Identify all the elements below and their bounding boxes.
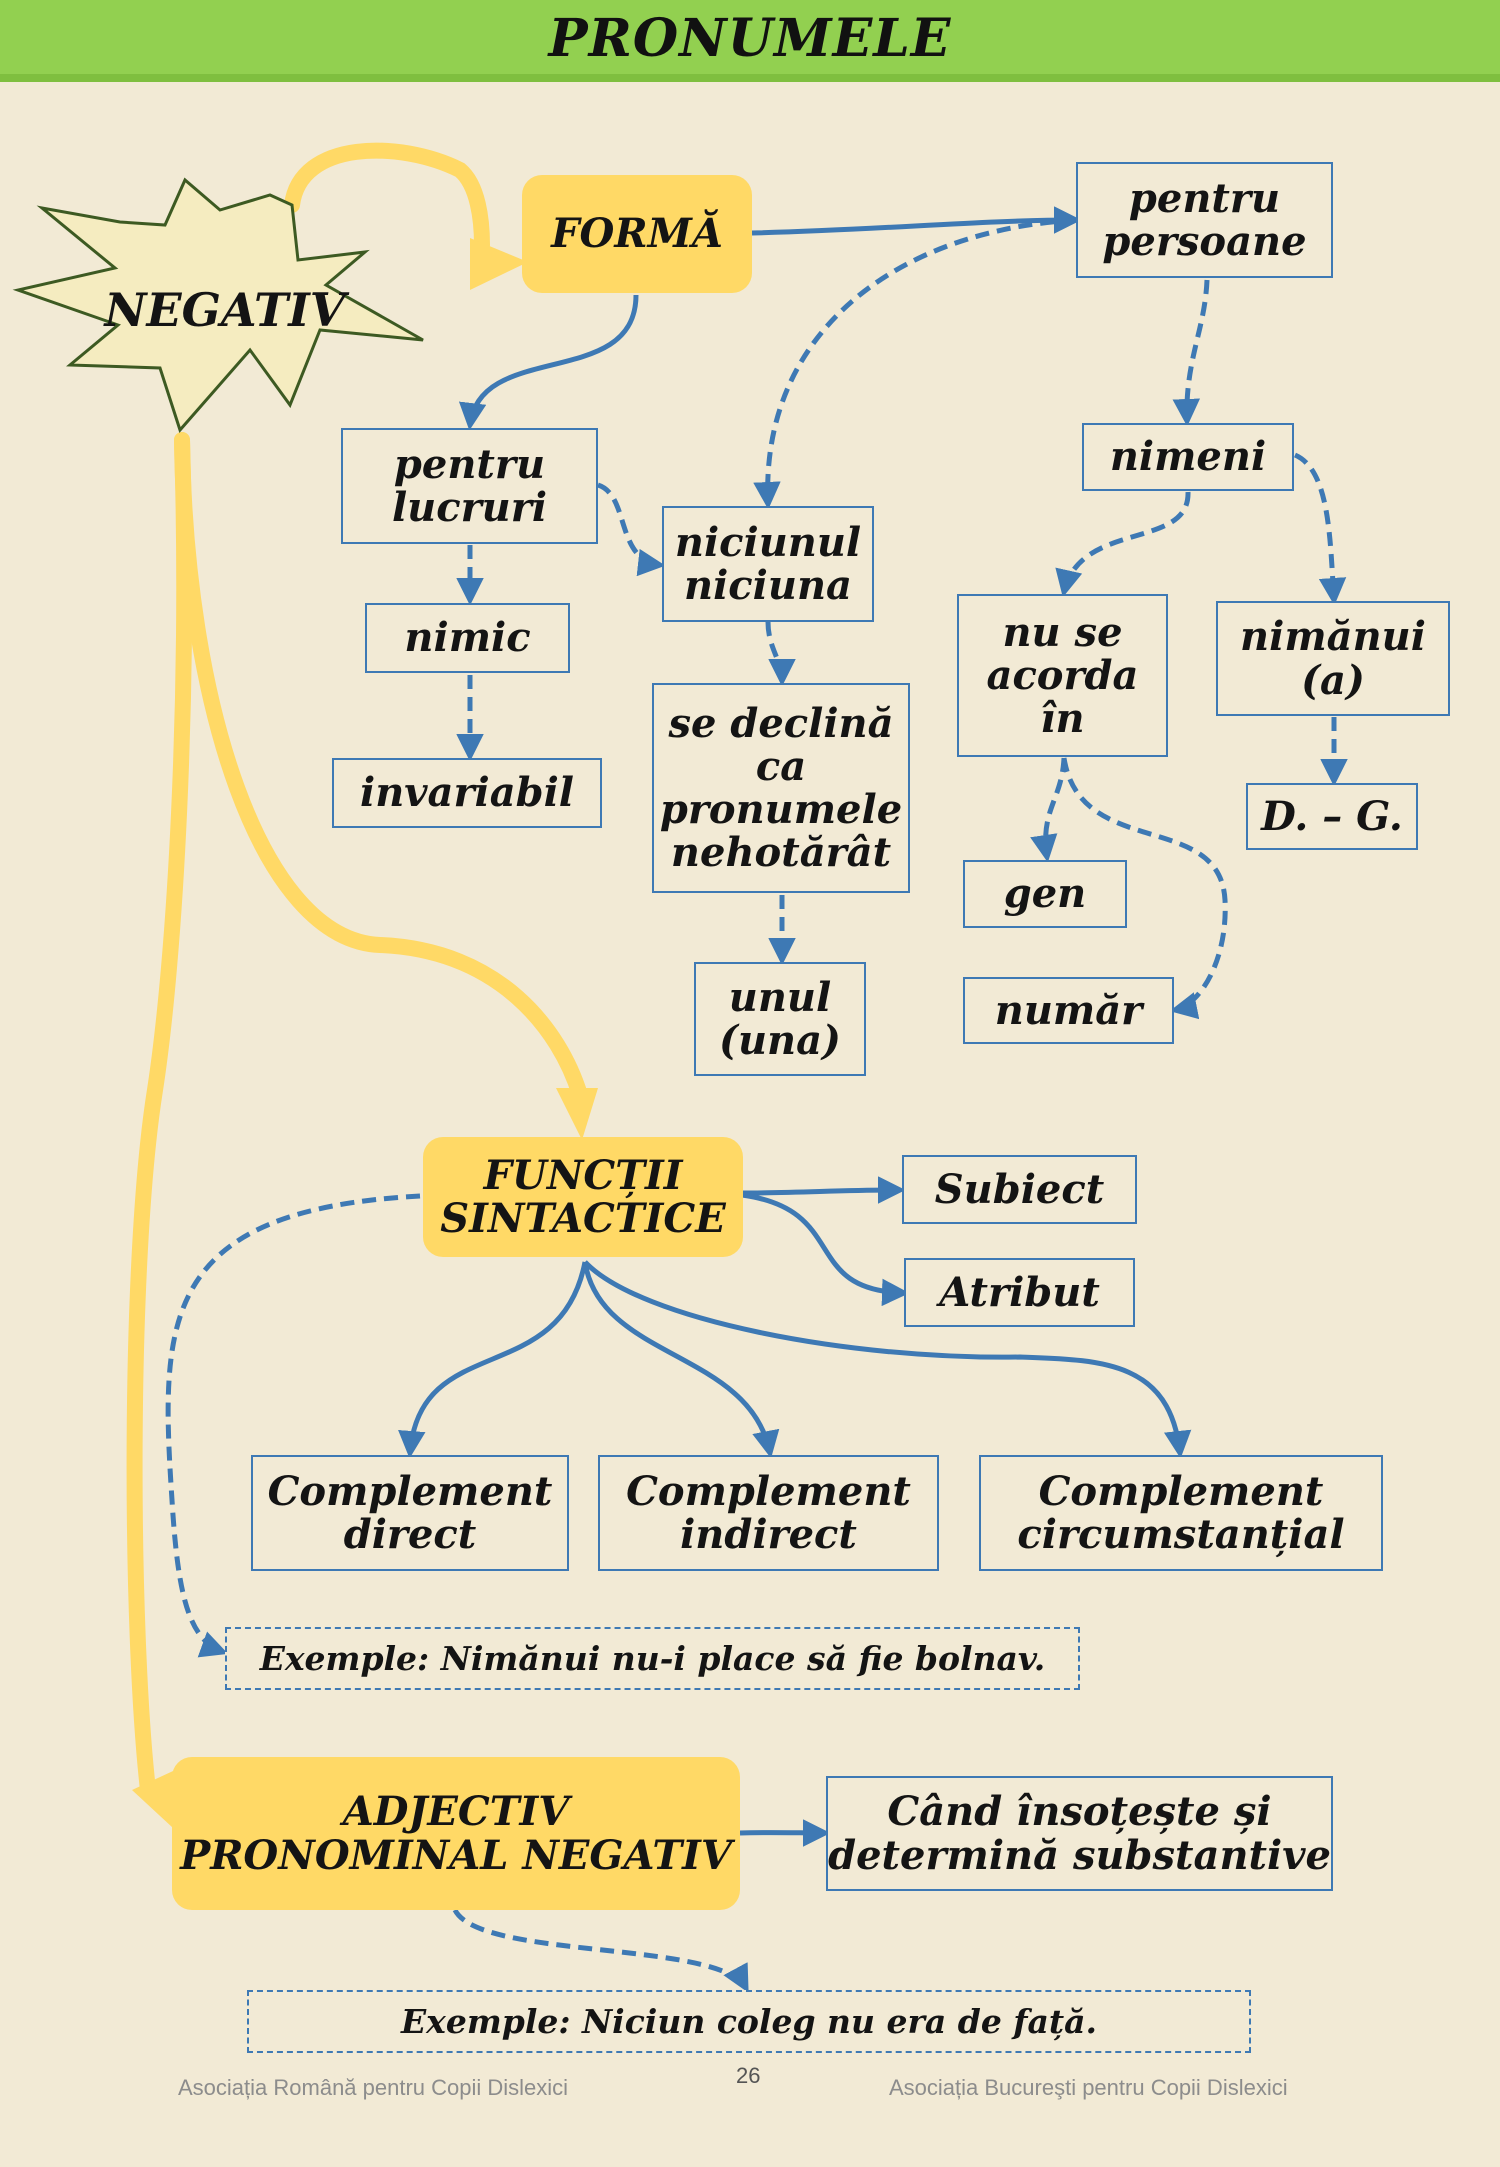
functii-to-ccirc-arrow [583,1260,1192,1459]
example-adjectiv: Exemple: Niciun coleg nu era de față. [247,1990,1251,2053]
node-cand-insoteste: Când însoțește și determină substantive [826,1776,1333,1891]
functii-to-exemplu1-arrow [165,1193,421,1658]
center-label: NEGATIV [104,283,346,337]
nimeni-to-nusacorda-arrow [1055,491,1191,598]
persoane-to-nimeni-arrow [1172,279,1210,427]
node-numar: număr [963,977,1174,1044]
node-dg: D. – G. [1246,783,1418,850]
title-bar [0,0,1500,80]
node-nu-se-acorda: nu se acorda în [957,594,1168,757]
node-pentru-lucruri: pentru lucruri [341,428,598,544]
functii-to-cindirect-arrow [582,1261,780,1459]
functii-to-atribut-arrow [741,1192,910,1307]
footer-page-number: 26 [736,2063,761,2088]
solid-connectors [398,206,1192,1847]
negativ-to-adjectiv-arrow [126,432,193,1798]
nusacorda-to-gen-arrow [1030,757,1067,863]
node-invariabil: invariabil [332,758,602,828]
functii-arrowhead [556,1088,598,1140]
lucruri-to-niciunul-arrow [596,482,666,577]
footer-left: Asociația Română pentru Copii Dislexici [178,2075,569,2100]
node-atribut: Atribut [904,1258,1135,1327]
example-functii: Exemple: Nimănui nu-i place să fie bolna… [225,1627,1080,1690]
negativ-starburst [12,177,424,433]
title-bar-edge [0,74,1500,82]
node-forma: FORMĂ [522,175,752,293]
adjectiv-to-exemplu2-arrow [452,1908,749,1993]
node-adjectiv-pronominal: ADJECTIV PRONOMINAL NEGATIV [172,1757,740,1910]
footer-right: Asociația Bucureşti pentru Copii Dislexi… [889,2075,1288,2100]
negativ-to-functii-arrow [174,432,588,1103]
yellow-connectors [126,142,588,1798]
node-complement-circumstantial: Complement circumstanțial [979,1455,1383,1571]
functii-to-cdirect-arrow [398,1261,588,1459]
node-pentru-persoane: pentru persoane [1076,162,1333,278]
node-functii-sintactice: FUNCȚII SINTACTICE [423,1137,743,1257]
node-nimic: nimic [365,603,570,673]
node-nimanui: nimănui (a) [1216,601,1450,716]
forma-arrowhead [470,238,528,290]
negativ-to-forma-arrow [284,142,490,253]
forma-to-lucruri-arrow [458,294,639,431]
nusacorda-to-numar-arrow [1061,757,1228,1020]
forma-to-persoane-arrow [751,206,1082,236]
niciunul-to-sedeclina-arrow [765,621,796,687]
node-complement-direct: Complement direct [251,1455,569,1571]
node-se-declina: se declină ca pronumele nehotărât [652,683,910,893]
node-complement-indirect: Complement indirect [598,1455,939,1571]
node-unul: unul (una) [694,962,866,1076]
node-subiect: Subiect [902,1155,1137,1224]
node-niciunul: niciunul niciuna [662,506,874,622]
node-gen: gen [963,860,1127,928]
page-title: PRONUMELE [548,8,952,69]
dashed-connectors [165,217,1348,1993]
functii-to-subiect-arrow [741,1176,906,1204]
nimeni-to-nimanui-arrow [1293,452,1347,606]
node-nimeni: nimeni [1082,423,1294,491]
persoane-to-niciunul-arrow [753,217,1077,510]
